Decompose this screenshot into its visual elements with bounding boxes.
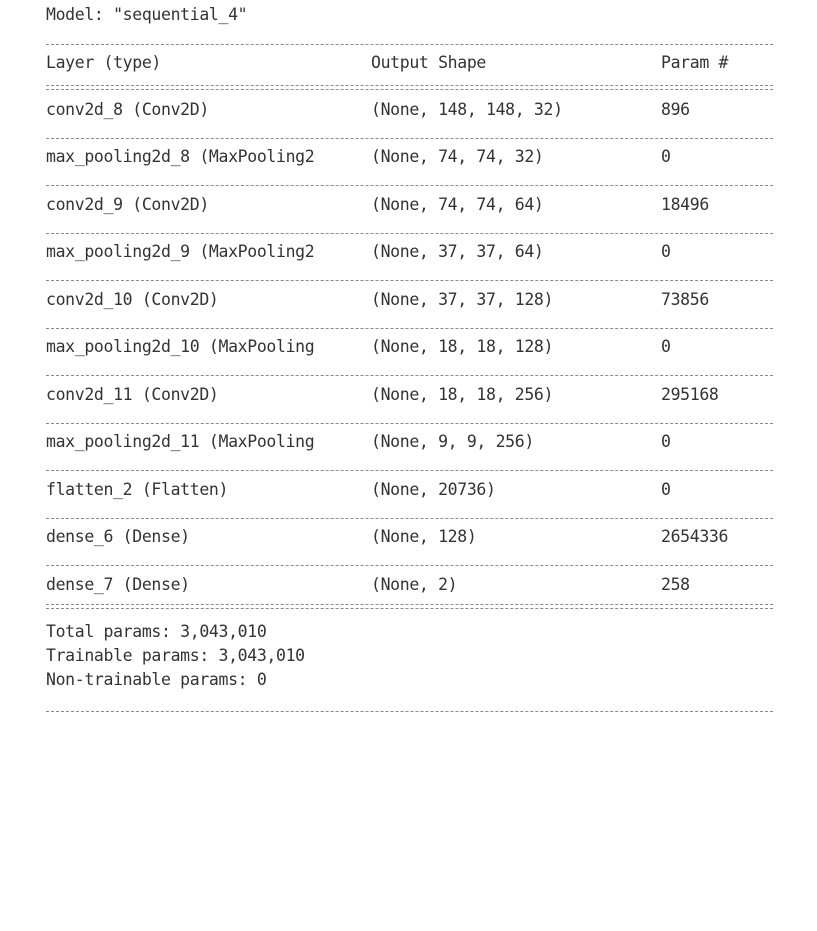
- table-row: conv2d_10 (Conv2D) (None, 37, 37, 128) 7…: [46, 288, 709, 312]
- output-shape-cell: (None, 2): [371, 575, 458, 594]
- output-shape-cell: (None, 18, 18, 128): [371, 337, 554, 356]
- header-double-rule: [46, 85, 773, 90]
- output-shape-cell: (None, 9, 9, 256): [371, 432, 534, 451]
- footer-double-rule: [46, 604, 773, 609]
- row-separator: [46, 565, 773, 566]
- row-separator: [46, 423, 773, 424]
- layer-cell: conv2d_8 (Conv2D): [46, 100, 209, 119]
- param-count-cell: 2654336: [661, 527, 729, 546]
- output-shape-cell: (None, 74, 74, 64): [371, 195, 544, 214]
- total-params: Total params: 3,043,010: [46, 622, 267, 641]
- layer-cell: dense_7 (Dense): [46, 575, 190, 594]
- row-separator: [46, 328, 773, 329]
- param-count-cell: 0: [661, 432, 671, 451]
- trainable-params: Trainable params: 3,043,010: [46, 646, 305, 665]
- output-shape-cell: (None, 20736): [371, 480, 496, 499]
- table-row: conv2d_11 (Conv2D) (None, 18, 18, 256) 2…: [46, 383, 719, 407]
- param-count-cell: 258: [661, 575, 690, 594]
- param-count-cell: 73856: [661, 290, 709, 309]
- row-separator: [46, 138, 773, 139]
- table-row: max_pooling2d_11 (MaxPooling (None, 9, 9…: [46, 430, 671, 454]
- non-trainable-params: Non-trainable params: 0: [46, 670, 267, 689]
- param-count-cell: 0: [661, 480, 671, 499]
- header-top-rule: [46, 44, 773, 45]
- layer-cell: conv2d_11 (Conv2D): [46, 385, 219, 404]
- table-header: Layer (type) Output Shape Param #: [46, 51, 728, 75]
- row-separator: [46, 233, 773, 234]
- row-separator: [46, 280, 773, 281]
- output-shape-cell: (None, 128): [371, 527, 477, 546]
- layer-cell: max_pooling2d_9 (MaxPooling2: [46, 242, 315, 261]
- output-shape-cell: (None, 74, 74, 32): [371, 147, 544, 166]
- row-separator: [46, 185, 773, 186]
- model-title: Model: "sequential_4": [46, 5, 248, 24]
- table-row: flatten_2 (Flatten) (None, 20736) 0: [46, 478, 671, 502]
- table-row: dense_7 (Dense) (None, 2) 258: [46, 573, 690, 597]
- layer-cell: conv2d_9 (Conv2D): [46, 195, 209, 214]
- param-count-header: Param #: [661, 53, 729, 72]
- layer-cell: dense_6 (Dense): [46, 527, 190, 546]
- table-row: dense_6 (Dense) (None, 128) 2654336: [46, 525, 728, 549]
- table-row: max_pooling2d_10 (MaxPooling (None, 18, …: [46, 335, 671, 359]
- output-shape-cell: (None, 18, 18, 256): [371, 385, 554, 404]
- row-separator: [46, 518, 773, 519]
- table-row: max_pooling2d_8 (MaxPooling2 (None, 74, …: [46, 145, 671, 169]
- footer-rule: [46, 711, 773, 712]
- row-separator: [46, 470, 773, 471]
- layer-cell: conv2d_10 (Conv2D): [46, 290, 219, 309]
- model-summary: Model: "sequential_4" Layer (type) Outpu…: [46, 0, 773, 931]
- output-shape-cell: (None, 37, 37, 128): [371, 290, 554, 309]
- output-shape-header: Output Shape: [371, 53, 487, 72]
- param-count-cell: 896: [661, 100, 690, 119]
- param-count-cell: 0: [661, 337, 671, 356]
- param-count-cell: 18496: [661, 195, 709, 214]
- layer-cell: flatten_2 (Flatten): [46, 480, 229, 499]
- output-shape-cell: (None, 148, 148, 32): [371, 100, 563, 119]
- output-shape-cell: (None, 37, 37, 64): [371, 242, 544, 261]
- layer-type-header: Layer (type): [46, 53, 162, 72]
- layer-cell: max_pooling2d_11 (MaxPooling: [46, 432, 315, 451]
- table-row: conv2d_8 (Conv2D) (None, 148, 148, 32) 8…: [46, 98, 690, 122]
- param-count-cell: 295168: [661, 385, 719, 404]
- param-count-cell: 0: [661, 147, 671, 166]
- table-row: conv2d_9 (Conv2D) (None, 74, 74, 64) 184…: [46, 193, 709, 217]
- row-separator: [46, 375, 773, 376]
- param-count-cell: 0: [661, 242, 671, 261]
- table-row: max_pooling2d_9 (MaxPooling2 (None, 37, …: [46, 240, 671, 264]
- layer-cell: max_pooling2d_8 (MaxPooling2: [46, 147, 315, 166]
- layer-cell: max_pooling2d_10 (MaxPooling: [46, 337, 315, 356]
